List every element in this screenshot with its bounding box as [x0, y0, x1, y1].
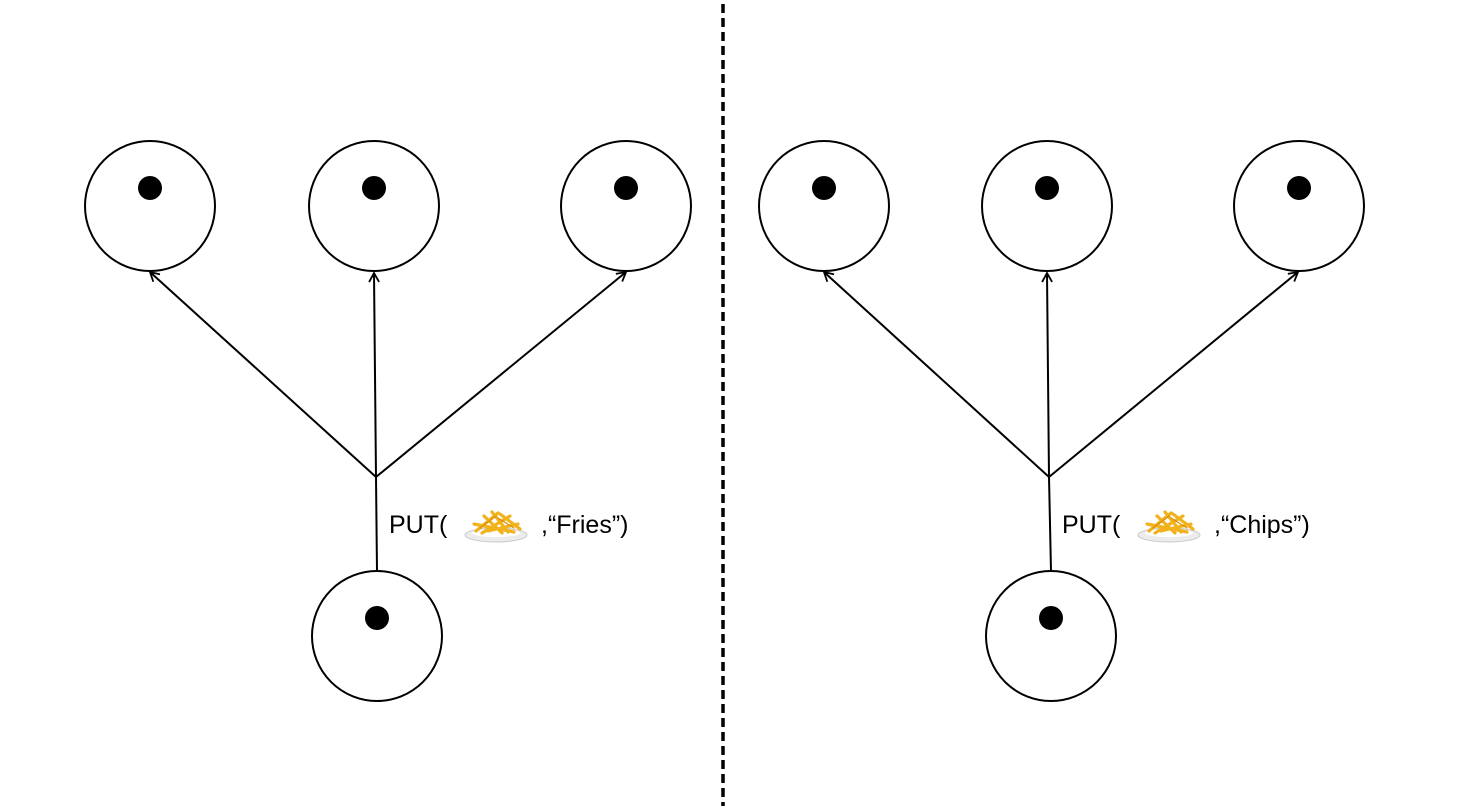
fries-plate-icon — [462, 504, 530, 544]
writer-node[interactable] — [311, 570, 443, 702]
replica-node-1[interactable] — [84, 140, 216, 272]
edge-to-replica-2 — [368, 271, 380, 478]
panel-left — [84, 140, 692, 702]
replica-node-2[interactable] — [308, 140, 440, 272]
put-label-suffix: ,“Chips”) — [1214, 511, 1310, 539]
edge-to-replica-3 — [1048, 270, 1300, 478]
edge-to-replica-1 — [822, 270, 1050, 478]
fries-plate-icon — [1135, 504, 1203, 544]
edge-writer-to-branch — [375, 476, 378, 572]
replica-node-3[interactable] — [560, 140, 692, 272]
replica-node-2[interactable] — [981, 140, 1113, 272]
edge-writer-to-branch — [1048, 476, 1052, 572]
edge-to-replica-3 — [375, 270, 628, 478]
put-label-prefix: PUT( — [389, 511, 448, 539]
replica-node-1[interactable] — [758, 140, 890, 272]
edge-to-replica-2 — [1041, 271, 1053, 478]
replica-node-3[interactable] — [1233, 140, 1365, 272]
put-label-suffix: ,“Fries”) — [541, 511, 629, 539]
writer-node[interactable] — [985, 570, 1117, 702]
edge-to-replica-1 — [148, 270, 377, 478]
panel-right — [758, 140, 1365, 702]
put-label-prefix: PUT( — [1062, 511, 1121, 539]
